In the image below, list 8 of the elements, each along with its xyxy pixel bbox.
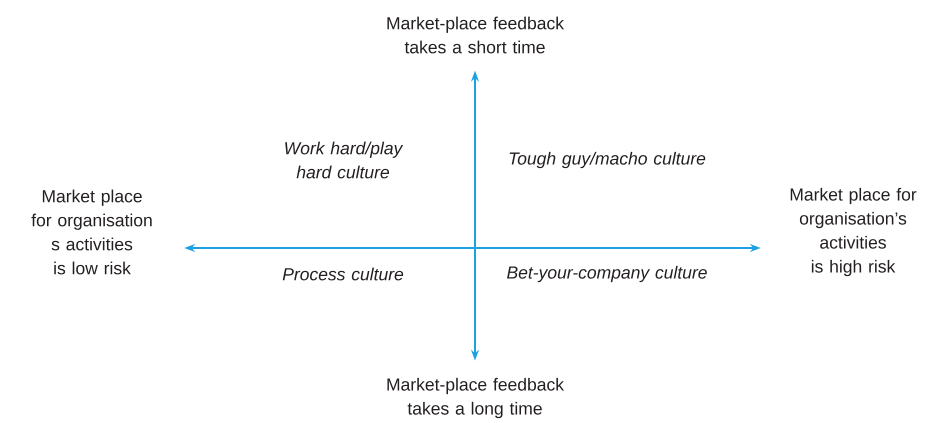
quadrant-label: Bet-your-company culture (507, 266, 707, 282)
axis-label: Market-place feedback takes a short time (387, 16, 564, 54)
quadrant-label: Work hard/play hard culture (285, 142, 404, 178)
axis-label: Market place for organisation’s activities is high risk (790, 188, 916, 276)
axis-label: Market-place feedback takes a long time (387, 378, 564, 418)
quadrant-label: Tough guy/macho culture (510, 152, 706, 168)
axis-label: Market place for organisation s activities is low risk (31, 190, 152, 274)
quadrant-label: Process culture (282, 268, 404, 280)
